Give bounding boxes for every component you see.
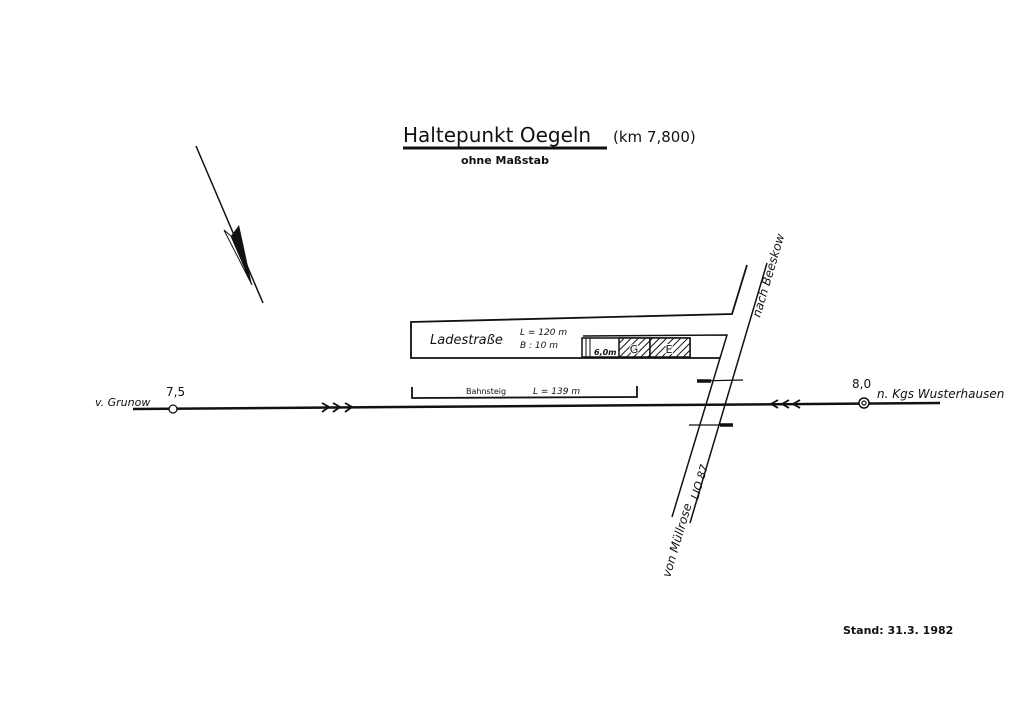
road-south-label: von Müllrose: [659, 502, 694, 579]
left-destination: v. Grunow: [95, 396, 150, 409]
km-marker-icon: [168, 404, 178, 414]
station-km: (km 7,800): [613, 128, 696, 146]
main-track: 7,5 v. Grunow 8,0 n. Kgs Wusterhausen: [95, 377, 1004, 414]
right-km: 8,0: [852, 377, 871, 391]
north-arrow-icon: [195, 145, 264, 304]
date-stamp: Stand: 31.3. 1982: [843, 624, 953, 637]
buildings: 6,0m G E: [581, 337, 691, 358]
platform: Bahnsteig L = 139 m: [411, 386, 638, 399]
platform-length: L = 139 m: [533, 387, 580, 397]
road-number: LIO 87: [688, 463, 711, 501]
road-north-label: nach Beeskow: [749, 232, 787, 319]
loading-road-label: Ladestraße: [430, 333, 503, 348]
left-km: 7,5: [166, 385, 185, 399]
loading-road: Ladestraße L = 120 m B : 10 m: [410, 262, 768, 524]
direction-arrows-left-icon: [769, 399, 801, 409]
platform-label: Bahnsteig: [466, 387, 506, 396]
building-e-label: E: [666, 343, 673, 356]
scale-note: ohne Maßstab: [461, 154, 549, 167]
loading-road-width: B : 10 m: [520, 341, 558, 351]
building-g-label: G: [630, 343, 639, 356]
level-crossing: [689, 379, 744, 427]
direction-arrows-right-icon: [321, 402, 354, 413]
building-e: [649, 337, 691, 358]
road-line: [689, 262, 768, 524]
station-title: Haltepunkt Oegeln: [403, 123, 591, 147]
right-destination: n. Kgs Wusterhausen: [877, 387, 1004, 401]
building-width: 6,0m: [594, 348, 617, 357]
loading-road-length: L = 120 m: [520, 328, 567, 338]
